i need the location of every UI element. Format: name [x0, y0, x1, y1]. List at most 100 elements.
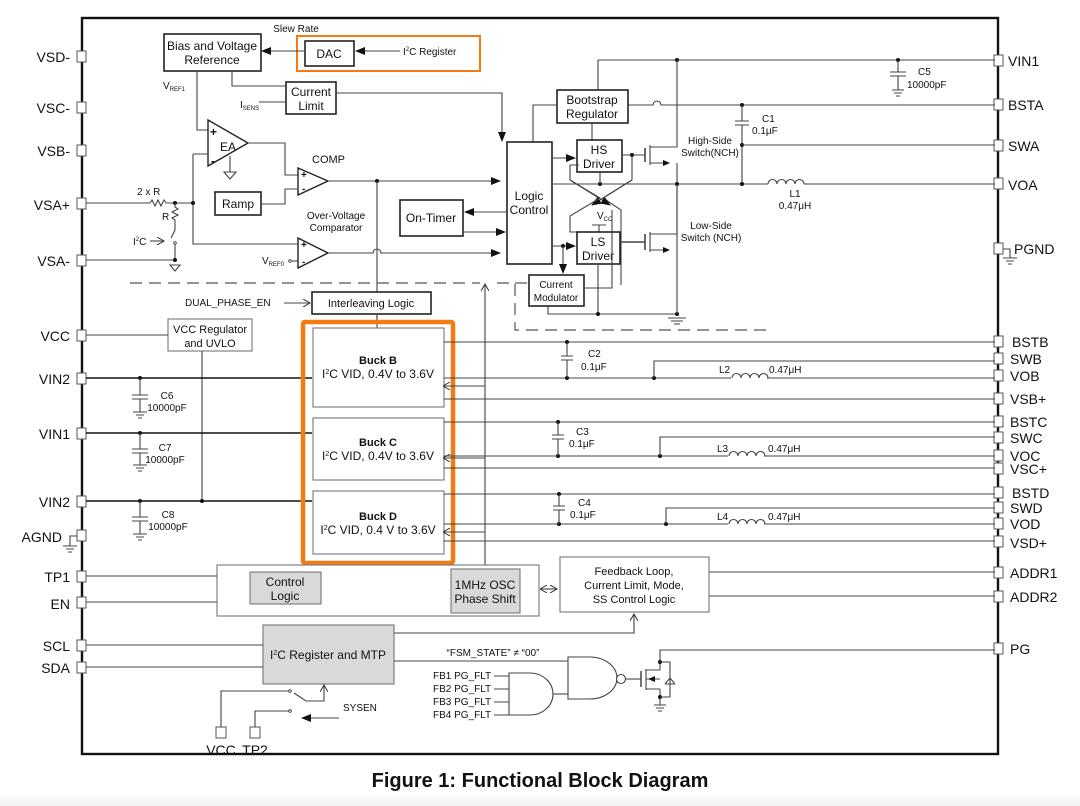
svg-text:L4: L4: [717, 512, 729, 523]
current-modulator-block: Current Modulator: [528, 274, 585, 307]
svg-text:SS Control Logic: SS Control Logic: [593, 594, 676, 606]
svg-text:0.47μH: 0.47μH: [768, 444, 800, 455]
svg-text:10000pF: 10000pF: [147, 403, 186, 414]
current-limit-block: Current Limit: [285, 81, 337, 115]
svg-text:HS: HS: [591, 143, 608, 157]
control-logic-block: Control Logic: [249, 571, 322, 605]
svg-text:VSB-: VSB-: [37, 143, 70, 159]
svg-text:L3: L3: [717, 444, 729, 455]
pin-vin1-r: VIN1: [993, 53, 1039, 69]
svg-text:Low-Side: Low-Side: [690, 221, 732, 232]
svg-text:1MHz OSC: 1MHz OSC: [455, 578, 516, 592]
pin-pgnd: PGND: [993, 241, 1054, 265]
logic-control-block: Logic Control: [506, 141, 553, 265]
svg-text:BSTC: BSTC: [1010, 414, 1047, 430]
svg-text:VSC+: VSC+: [1010, 461, 1047, 477]
svg-text:and UVLO: and UVLO: [184, 338, 236, 350]
svg-text:-: -: [211, 154, 215, 168]
buck-d-block: Buck D I2C VID, 0.4 V to 3.6V: [312, 490, 445, 555]
r-label: R: [162, 212, 169, 223]
capacitor-c8: C8 10000pF: [132, 501, 188, 541]
resistor-2r: [149, 198, 167, 208]
svg-text:Reference: Reference: [184, 53, 240, 67]
pin-bstc: BSTC: [993, 414, 1047, 430]
svg-text:VSA+: VSA+: [34, 197, 70, 213]
svg-text:EN: EN: [51, 596, 70, 612]
svg-text:VOA: VOA: [1008, 177, 1038, 193]
pin-vod: VOD: [993, 516, 1040, 532]
svg-text:ADDR2: ADDR2: [1010, 589, 1058, 605]
pin-vsb-plus: VSB+: [993, 391, 1046, 407]
svg-text:BSTD: BSTD: [1012, 485, 1049, 501]
interleaving-logic-block: Interleaving Logic: [311, 291, 432, 315]
svg-text:C1: C1: [762, 114, 775, 125]
svg-text:Driver: Driver: [583, 157, 615, 171]
svg-text:FB2 PG_FLT: FB2 PG_FLT: [433, 684, 491, 695]
svg-text:SWB: SWB: [1010, 351, 1042, 367]
svg-text:TP1: TP1: [44, 569, 70, 585]
capacitor-c3: C3 0.1μF: [552, 422, 595, 456]
svg-text:C4: C4: [578, 498, 591, 509]
svg-text:Current: Current: [539, 280, 573, 291]
svg-text:I2C VID, 0.4V to 3.6V: I2C VID, 0.4V to 3.6V: [322, 367, 434, 381]
pin-vcc: VCC: [40, 328, 87, 344]
pin-scl: SCL: [43, 638, 87, 654]
svg-text:C5: C5: [918, 67, 931, 78]
nand-gate: [567, 656, 618, 700]
dac-highlight: [296, 35, 481, 72]
pin-vob: VOB: [993, 368, 1040, 384]
buck-highlight: [300, 319, 456, 566]
svg-text:Buck B: Buck B: [359, 355, 397, 367]
svg-text:0.47μH: 0.47μH: [768, 512, 800, 523]
vcc-label: VCC: [597, 211, 613, 223]
svg-text:0.1μF: 0.1μF: [569, 439, 595, 450]
svg-text:+: +: [301, 240, 307, 251]
pg-flt-inputs: FB1 PG_FLT FB2 PG_FLT FB3 PG_FLT FB4 PG_…: [433, 671, 509, 721]
svg-text:VSC-: VSC-: [37, 100, 71, 116]
svg-text:+: +: [210, 125, 217, 139]
vref1-label: VREF1: [163, 81, 186, 93]
svg-text:Feedback Loop,: Feedback Loop,: [595, 566, 674, 578]
i2c-register-label: I2C Register: [403, 47, 457, 58]
svg-text:VCC: VCC: [40, 328, 70, 344]
pin-vsd-minus: VSD-: [37, 49, 87, 65]
svg-text:Current: Current: [291, 85, 332, 99]
pin-agnd: AGND: [22, 529, 87, 553]
hs-driver-block: HS Driver: [576, 139, 623, 173]
capacitor-c6: C6 10000pF: [132, 378, 187, 419]
pin-bstd: BSTD: [993, 485, 1049, 501]
nand-bubble: [615, 673, 627, 685]
pin-sda: SDA: [41, 660, 87, 676]
svg-text:BSTB: BSTB: [1012, 334, 1049, 350]
pin-vin1: VIN1: [39, 426, 87, 442]
svg-text:BSTA: BSTA: [1008, 97, 1044, 113]
svg-text:Buck C: Buck C: [359, 437, 397, 449]
svg-text:Current Limit, Mode,: Current Limit, Mode,: [584, 580, 684, 592]
bias-voltage-reference-block: Bias and Voltage Reference: [163, 33, 262, 72]
svg-text:VCC: VCC: [206, 742, 236, 758]
svg-text:LS: LS: [591, 235, 606, 249]
and-gate: [508, 672, 554, 716]
svg-text:FB4 PG_FLT: FB4 PG_FLT: [433, 710, 491, 721]
pin-vcc-bottom: VCC: [206, 726, 236, 758]
ov-comparator-label: Over-Voltage: [307, 211, 366, 222]
left-pins: VSD- VSC- VSB- VSA+ VSA- VCC VIN2 VIN1 V…: [22, 49, 87, 676]
svg-text:L1: L1: [789, 189, 801, 200]
bootstrap-regulator-block: Bootstrap Regulator: [556, 89, 629, 124]
i2c-register-mtp-block: I2C Register and MTP: [262, 624, 395, 685]
svg-text:Bias and Voltage: Bias and Voltage: [167, 39, 257, 53]
svg-text:Logic: Logic: [515, 189, 544, 203]
svg-text:VIN1: VIN1: [1008, 53, 1039, 69]
vref0-label: VREF0: [262, 256, 285, 268]
high-side-switch: High-Side Switch(NCH): [644, 60, 739, 300]
i2c-switch-label: I2C: [133, 237, 146, 248]
figure-caption: Figure 1: Functional Block Diagram: [371, 770, 709, 792]
pin-vsa-plus: VSA+: [34, 197, 87, 213]
svg-text:I2C VID, 0.4V to 3.6V: I2C VID, 0.4V to 3.6V: [322, 449, 434, 463]
svg-text:Limit: Limit: [298, 99, 324, 113]
svg-text:Regulator: Regulator: [566, 107, 618, 121]
svg-text:C8: C8: [162, 510, 175, 521]
svg-text:SDA: SDA: [41, 660, 70, 676]
pin-vsa-minus: VSA-: [37, 253, 87, 269]
buck-b-block: Buck B I2C VID, 0.4V to 3.6V: [312, 327, 445, 408]
